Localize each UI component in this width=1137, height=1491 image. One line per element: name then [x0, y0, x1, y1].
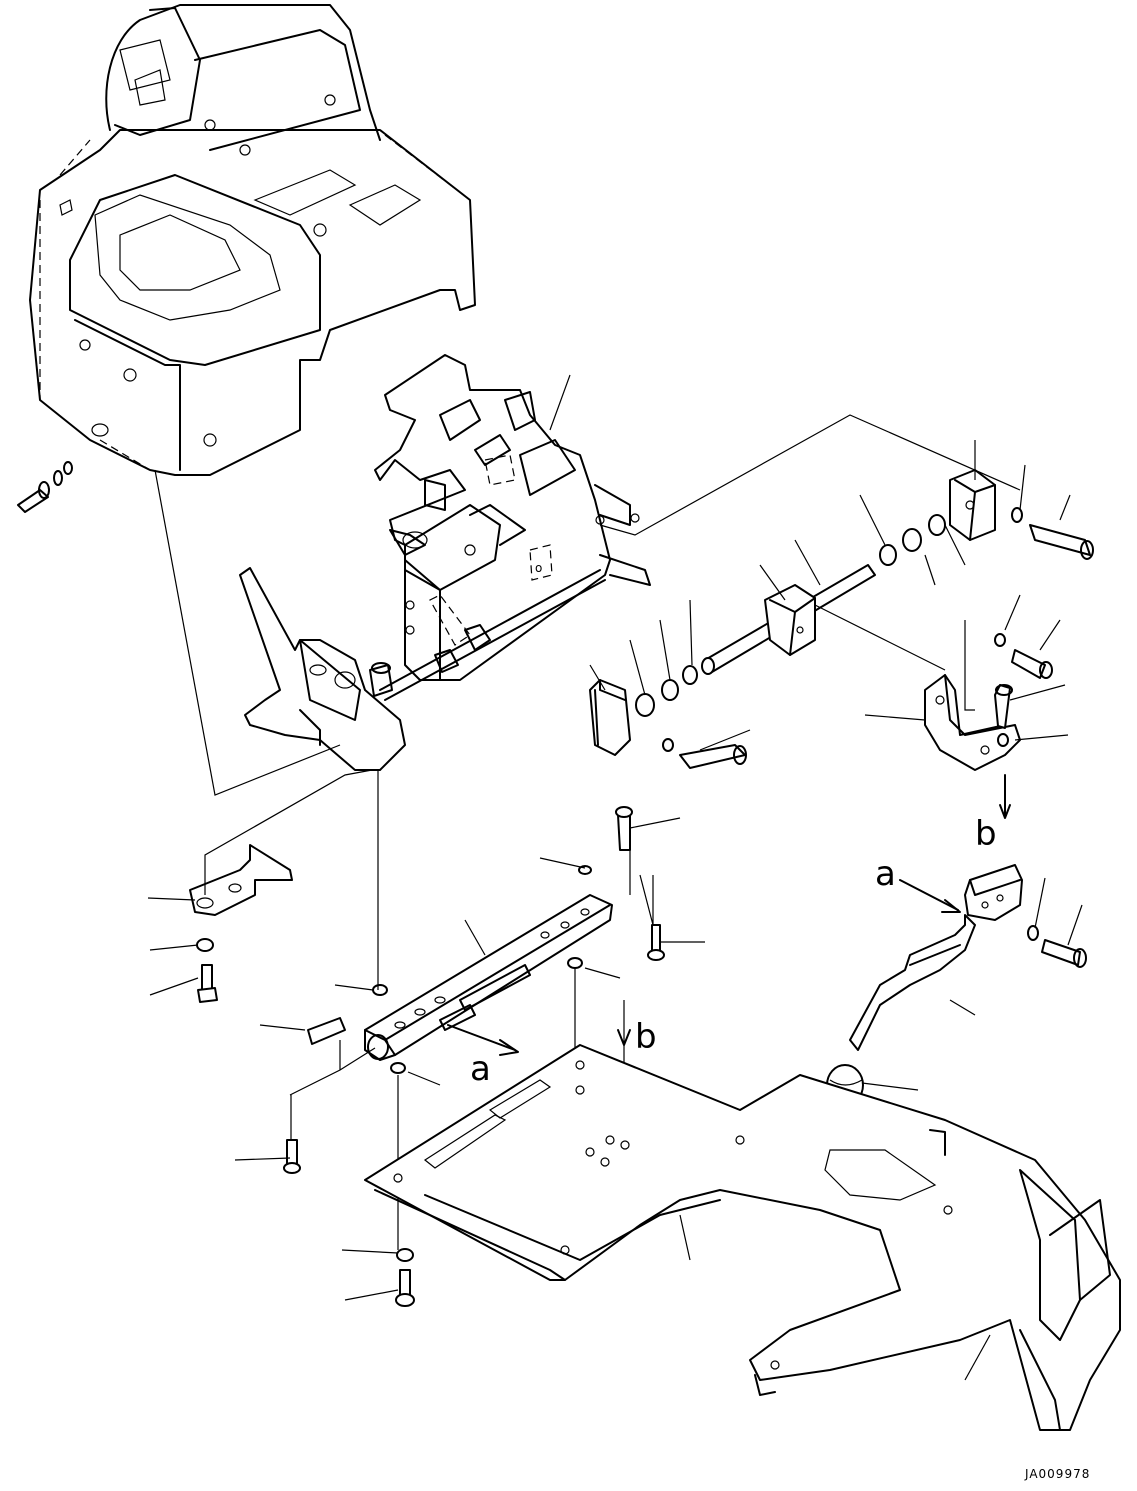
ref-label-b-plate: b	[635, 1017, 657, 1057]
ref-label-a-bracket: a	[875, 854, 896, 894]
drawing-code: JA009978	[1024, 1467, 1090, 1481]
console-housing	[29, 4, 476, 476]
link-arm	[826, 864, 1087, 1106]
shaft-assembly	[589, 414, 1094, 769]
ref-label-b-bracket: b	[975, 814, 997, 854]
svg-text:o: o	[535, 561, 542, 575]
ref-label-a-plate: a	[470, 1049, 491, 1089]
tube-rail	[289, 770, 613, 1096]
leader-lines	[147, 374, 1083, 1381]
main-bracket-frame: o	[374, 354, 651, 701]
right-l-bracket	[814, 604, 1053, 819]
console-side-bolt	[17, 461, 73, 513]
rail-bolts	[283, 806, 665, 1307]
base-plate	[364, 1044, 1121, 1431]
small-stay-bracket	[189, 769, 373, 1003]
lever-bracket	[239, 567, 406, 771]
